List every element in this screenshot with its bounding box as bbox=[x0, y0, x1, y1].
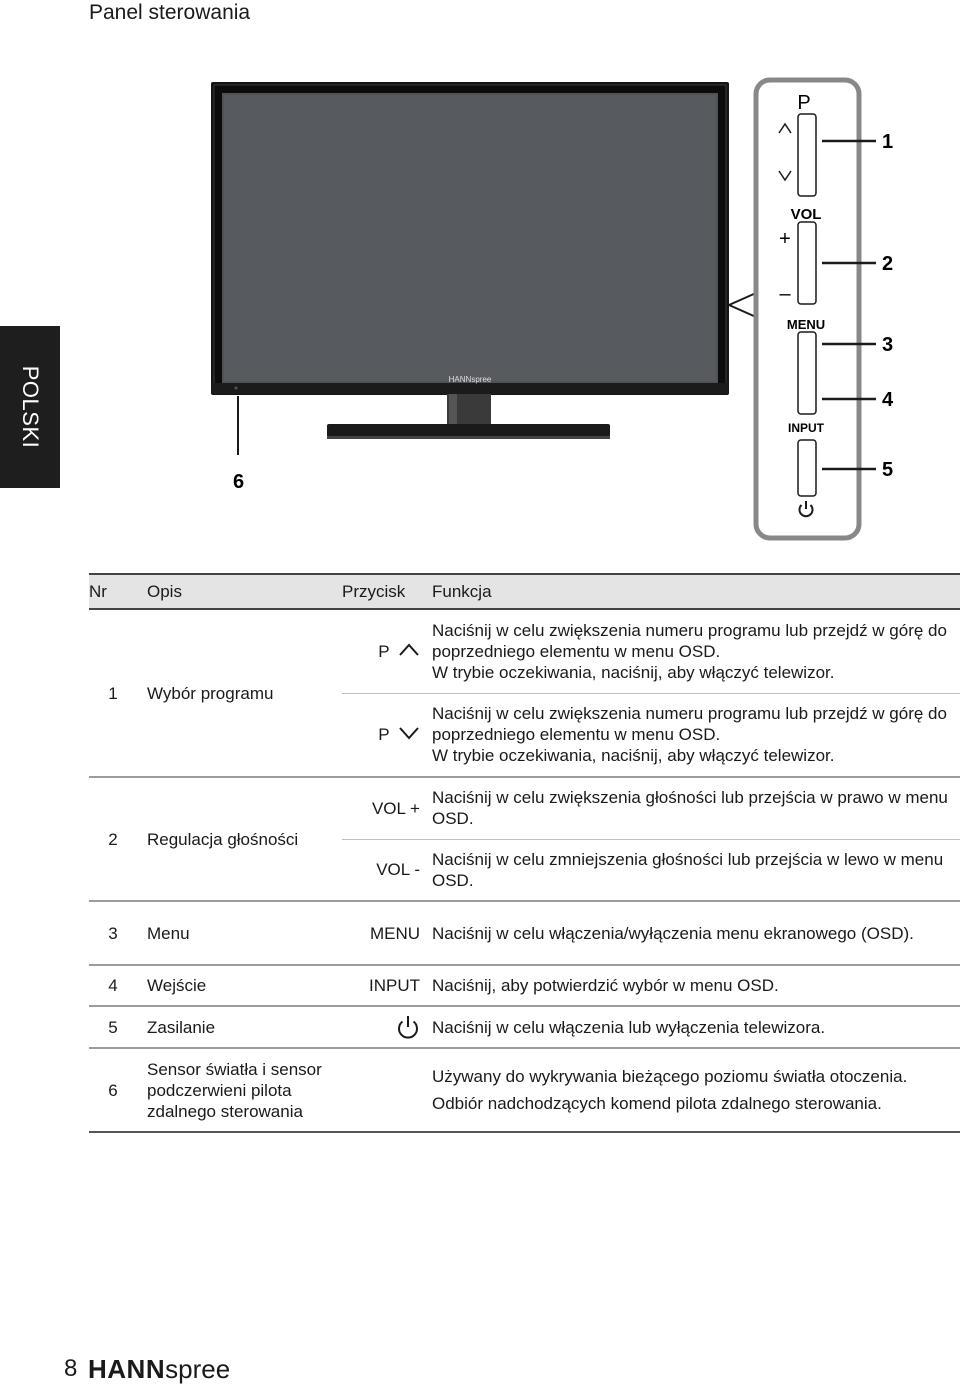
table-row: 6 Sensor światła i sensor podczerwieni p… bbox=[89, 1048, 960, 1133]
tv-stand bbox=[327, 394, 610, 439]
header-funkcja: Funkcja bbox=[422, 573, 960, 610]
page-footer: 8 bbox=[64, 1355, 77, 1383]
table-row: 2 Regulacja głośności VOL + Naciśnij w c… bbox=[89, 777, 960, 902]
tv-illustration: HANNspree 6 P VOL + – MENU INPUT bbox=[211, 77, 894, 541]
callout-5: 5 bbox=[882, 459, 893, 481]
row-funkcja: Naciśnij w celu włączenia/wyłączenia men… bbox=[422, 901, 960, 966]
header-opis: Opis bbox=[137, 573, 342, 610]
chevron-up-icon bbox=[399, 643, 419, 656]
row-przycisk: VOL + bbox=[342, 777, 422, 840]
power-icon bbox=[398, 1016, 418, 1039]
panel-button-power bbox=[797, 439, 817, 497]
chevron-up-icon bbox=[778, 122, 792, 134]
table-row: 3 Menu MENU Naciśnij w celu włączenia/wy… bbox=[89, 901, 960, 966]
panel-label-input: INPUT bbox=[788, 421, 825, 435]
row-przycisk: MENU bbox=[342, 901, 422, 966]
header-nr: Nr bbox=[89, 573, 137, 610]
function-text: Naciśnij w celu włączenia/wyłączenia men… bbox=[432, 923, 914, 943]
chevron-down-icon bbox=[399, 727, 419, 740]
panel-label-minus: – bbox=[779, 283, 791, 305]
callout-6: 6 bbox=[233, 471, 244, 493]
callout-1: 1 bbox=[882, 131, 893, 153]
panel-button-vol bbox=[797, 221, 817, 305]
section-title: Panel sterowania bbox=[89, 1, 251, 24]
brand-logo-strong: HANN bbox=[88, 1354, 166, 1384]
row-przycisk: INPUT bbox=[342, 965, 422, 1007]
function-text: Naciśnij w celu włączenia lub wyłączenia… bbox=[432, 1017, 826, 1037]
panel-button-p bbox=[797, 113, 817, 197]
table-row: P Naciśnij w celu zwiększenia numeru pro… bbox=[89, 693, 960, 778]
control-panel-detail: P VOL + – MENU INPUT bbox=[728, 77, 862, 541]
panel-label-plus: + bbox=[779, 228, 791, 250]
button-label: P bbox=[378, 641, 390, 661]
row-nr: 1 bbox=[89, 609, 137, 778]
button-label: P bbox=[378, 725, 390, 745]
row-nr: 5 bbox=[89, 1006, 137, 1049]
row-opis: Zasilanie bbox=[137, 1006, 342, 1049]
page-number: 8 bbox=[64, 1355, 78, 1382]
row-funkcja: Naciśnij w celu zmniejszenia głośności l… bbox=[422, 839, 960, 902]
panel-label-p: P bbox=[797, 92, 810, 114]
power-icon bbox=[798, 501, 814, 518]
function-text: W trybie oczekiwania, naciśnij, aby włąc… bbox=[432, 746, 835, 766]
row-funkcja: Naciśnij w celu zwiększenia numeru progr… bbox=[422, 693, 960, 778]
row-przycisk bbox=[342, 1006, 422, 1049]
row-opis: Regulacja głośności bbox=[137, 777, 342, 902]
row-funkcja: Naciśnij, aby potwierdzić wybór w menu O… bbox=[422, 965, 960, 1007]
chevron-down-icon bbox=[778, 170, 792, 182]
callout-3: 3 bbox=[882, 334, 893, 356]
row-przycisk: P bbox=[342, 693, 422, 778]
row-nr: 4 bbox=[89, 965, 137, 1007]
row-funkcja: Naciśnij w celu włączenia lub wyłączenia… bbox=[422, 1006, 960, 1049]
row-funkcja: Naciśnij w celu zwiększenia głośności lu… bbox=[422, 777, 960, 840]
control-panel-table: Nr Opis Przycisk Funkcja 1 Wybór program… bbox=[89, 573, 960, 1133]
panel-label-menu: MENU bbox=[787, 317, 825, 332]
brand-logo-light: spree bbox=[165, 1354, 231, 1384]
language-tab: POLSKI bbox=[0, 326, 60, 488]
panel-label-vol: VOL bbox=[791, 206, 822, 223]
function-text: W trybie oczekiwania, naciśnij, aby włąc… bbox=[432, 662, 835, 682]
tv-brand-label: HANNspree bbox=[449, 375, 492, 384]
row-nr: 6 bbox=[89, 1048, 137, 1133]
table-row: VOL - Naciśnij w celu zmniejszenia głośn… bbox=[89, 839, 960, 902]
row-opis: Sensor światła i sensor podczerwieni pil… bbox=[137, 1048, 342, 1133]
row-przycisk bbox=[342, 1048, 422, 1133]
table-row: 4 Wejście INPUT Naciśnij, aby potwierdzi… bbox=[89, 965, 960, 1007]
row-opis: Menu bbox=[137, 901, 342, 966]
row-funkcja: Naciśnij w celu zwiększenia numeru progr… bbox=[422, 609, 960, 694]
sensor-dot bbox=[234, 386, 238, 390]
row-przycisk: P bbox=[342, 609, 422, 694]
row-przycisk: VOL - bbox=[342, 839, 422, 902]
table-row: 5 Zasilanie Naciśnij w celu włączenia lu… bbox=[89, 1006, 960, 1049]
brand-logo: HANNspree bbox=[88, 1354, 230, 1384]
function-text: Naciśnij w celu zwiększenia głośności lu… bbox=[432, 788, 948, 829]
callout-4: 4 bbox=[882, 389, 894, 411]
row-nr: 3 bbox=[89, 901, 137, 966]
row-opis: Wybór programu bbox=[137, 609, 342, 778]
row-funkcja: Używany do wykrywania bieżącego poziomu … bbox=[422, 1048, 960, 1133]
row-opis: Wejście bbox=[137, 965, 342, 1007]
function-text: Naciśnij w celu zwiększenia numeru progr… bbox=[432, 620, 947, 661]
function-text: Odbiór nadchodzących komend pilota zdaln… bbox=[432, 1094, 882, 1113]
function-text: Naciśnij w celu zwiększenia numeru progr… bbox=[432, 704, 947, 745]
row-nr: 2 bbox=[89, 777, 137, 902]
callout-2: 2 bbox=[882, 253, 893, 275]
function-text: Naciśnij, aby potwierdzić wybór w menu O… bbox=[432, 976, 779, 995]
panel-button-menu bbox=[797, 331, 817, 415]
tv-body: HANNspree bbox=[211, 82, 729, 395]
header-przycisk: Przycisk bbox=[342, 573, 422, 610]
function-text: Używany do wykrywania bieżącego poziomu … bbox=[432, 1067, 908, 1086]
table-header-row: Nr Opis Przycisk Funkcja bbox=[89, 573, 960, 610]
function-text: Naciśnij w celu zmniejszenia głośności l… bbox=[432, 849, 944, 890]
table-row: 1 Wybór programu P Naciśnij w celu zwięk… bbox=[89, 609, 960, 778]
